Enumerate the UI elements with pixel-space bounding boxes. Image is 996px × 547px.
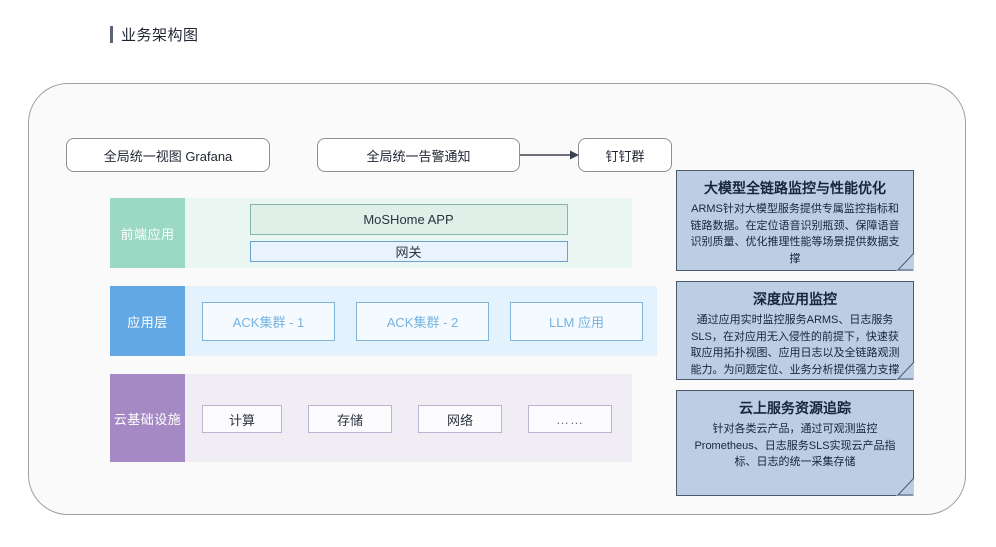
ack-cluster-1-box[interactable]: ACK集群 - 1 — [202, 301, 335, 341]
layer-label-cloud-infrastructure: 云基础设施 — [110, 374, 185, 462]
global-view-grafana-box[interactable]: 全局统一视图 Grafana — [66, 138, 270, 172]
title-accent-bar — [110, 26, 113, 43]
layer-panel-application: ACK集群 - 1 ACK集群 - 2 LLM 应用 — [185, 286, 657, 356]
callout-title: 云上服务资源追踪 — [739, 400, 851, 416]
ack-cluster-2-box[interactable]: ACK集群 - 2 — [356, 301, 489, 341]
infrastructure-items-row: 计算 存储 网络 …… — [199, 403, 618, 433]
arrow-right-icon — [520, 150, 579, 160]
infra-col-network: 网络 — [418, 405, 502, 433]
layer-panel-frontend: MoSHome APP 网关 — [185, 198, 632, 268]
folded-corner-icon — [896, 361, 915, 380]
page-title-text: 业务架构图 — [121, 27, 199, 44]
callout-title: 深度应用监控 — [753, 291, 837, 307]
global-alert-notification-box[interactable]: 全局统一告警通知 — [317, 138, 520, 172]
callout-card-llm-monitoring[interactable]: 大模型全链路监控与性能优化 ARMS针对大模型服务提供专属监控指标和链路数据。在… — [676, 170, 915, 271]
llm-application-box[interactable]: LLM 应用 — [510, 301, 643, 341]
callout-card-cloud-resource-tracking[interactable]: 云上服务资源追踪 针对各类云产品，通过可观测监控Prometheus、日志服务S… — [676, 390, 915, 496]
layer-panel-cloud-infrastructure: 计算 存储 网络 …… — [185, 374, 632, 462]
layer-application: 应用层 ACK集群 - 1 ACK集群 - 2 LLM 应用 — [110, 286, 657, 356]
compute-box[interactable]: 计算 — [202, 405, 282, 433]
page-title: 业务架构图 — [110, 24, 199, 45]
infra-col-compute: 计算 — [202, 405, 282, 433]
callout-body: 通过应用实时监控服务ARMS、日志服务SLS，在对应用无入侵性的前提下，快速获取… — [690, 313, 900, 377]
folded-corner-icon — [896, 477, 915, 496]
layer-label-frontend: 前端应用 — [110, 198, 185, 268]
callout-title: 大模型全链路监控与性能优化 — [704, 180, 886, 196]
moshome-app-box[interactable]: MoSHome APP — [249, 204, 568, 235]
infra-col-more: …… — [528, 405, 612, 433]
layer-label-application: 应用层 — [110, 286, 185, 356]
dingtalk-group-box[interactable]: 钉钉群 — [578, 138, 672, 172]
application-items-row: ACK集群 - 1 ACK集群 - 2 LLM 应用 — [199, 301, 643, 341]
storage-box[interactable]: 存储 — [308, 405, 392, 433]
more-box[interactable]: …… — [528, 405, 612, 433]
gateway-box[interactable]: 网关 — [249, 241, 568, 262]
layer-cloud-infrastructure: 云基础设施 计算 存储 网络 …… — [110, 374, 632, 462]
callout-body: ARMS针对大模型服务提供专属监控指标和链路数据。在定位语音识别瓶颈、保障语音识… — [690, 202, 900, 266]
network-box[interactable]: 网络 — [418, 405, 502, 433]
layer-frontend: 前端应用 MoSHome APP 网关 — [110, 198, 632, 268]
callout-card-deep-application-monitoring[interactable]: 深度应用监控 通过应用实时监控服务ARMS、日志服务SLS，在对应用无入侵性的前… — [676, 281, 915, 380]
callout-body: 针对各类云产品，通过可观测监控Prometheus、日志服务SLS实现云产品指标… — [694, 422, 896, 469]
folded-corner-icon — [896, 252, 915, 271]
infra-col-storage: 存储 — [308, 405, 392, 433]
